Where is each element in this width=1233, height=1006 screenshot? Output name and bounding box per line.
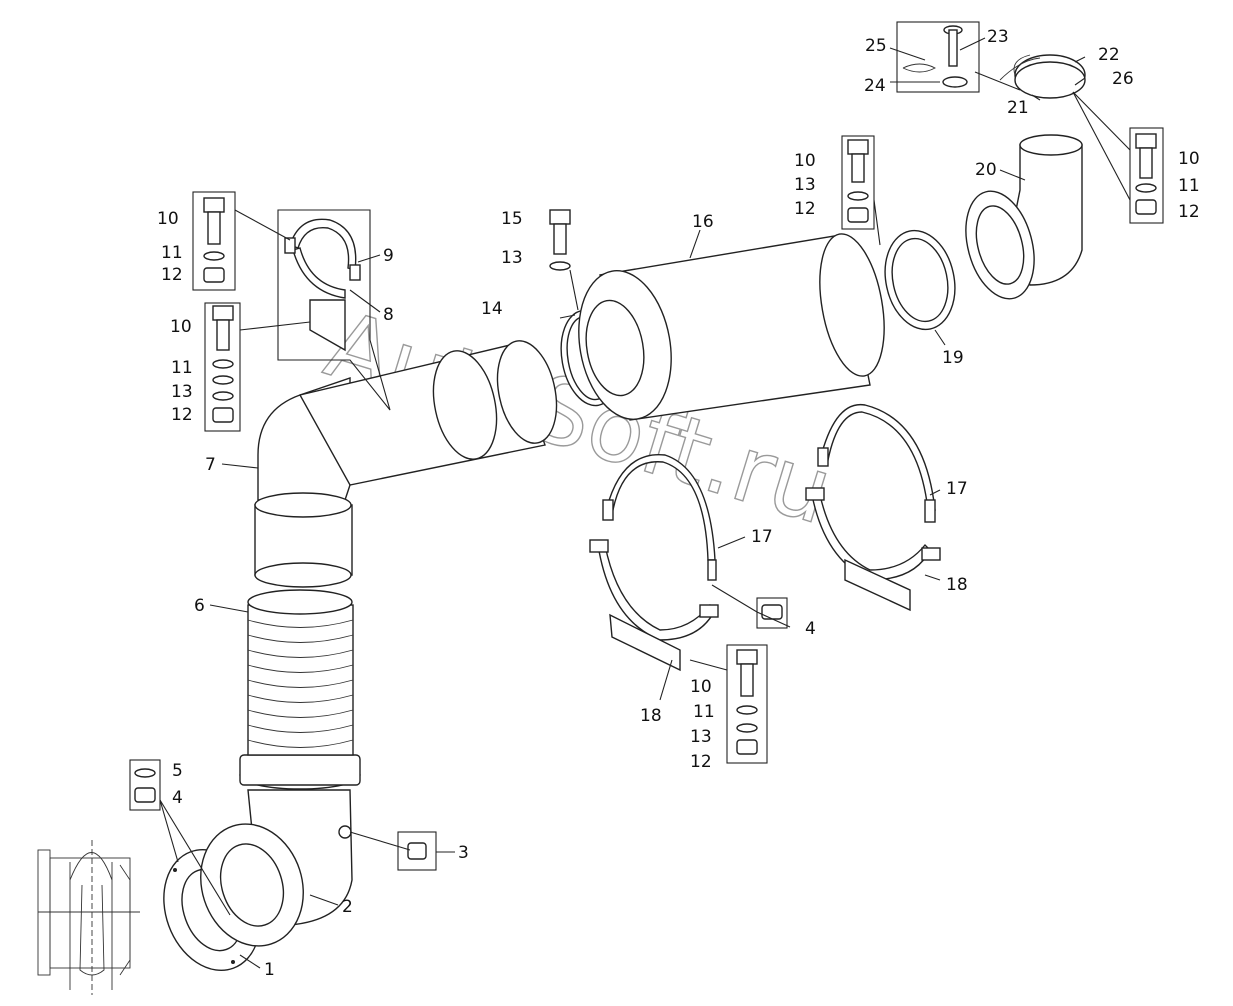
callout-17-a: 17	[751, 527, 773, 547]
bellows-pipe	[247, 589, 354, 756]
callout-24: 24	[864, 76, 886, 96]
fastener-set-d	[841, 135, 875, 230]
callout-2: 2	[342, 897, 353, 917]
callout-14: 14	[481, 299, 503, 319]
callout-19: 19	[942, 348, 964, 368]
callout-15: 15	[501, 209, 523, 229]
callout-12-e: 12	[690, 752, 712, 772]
pin-parts-box	[896, 21, 980, 93]
callout-17-b: 17	[946, 479, 968, 499]
fastener-set-b	[204, 302, 241, 432]
fastener-set-a	[192, 191, 236, 291]
callout-16: 16	[692, 212, 714, 232]
callout-21: 21	[1007, 98, 1029, 118]
rain-cap	[999, 54, 1086, 99]
callout-6: 6	[194, 596, 205, 616]
callout-11-b: 11	[171, 358, 193, 378]
callout-3: 3	[458, 843, 469, 863]
callout-18-b: 18	[946, 575, 968, 595]
callout-labels: 1 2 3 4 4 5 6 7 8 9 10 10 10 10 10 11 11…	[157, 27, 1200, 980]
upper-elbow-pipe	[254, 377, 353, 588]
bracket-1	[589, 539, 719, 672]
callout-10-e: 10	[690, 677, 712, 697]
callout-1: 1	[264, 960, 275, 980]
fastener-set-f	[726, 644, 768, 764]
callout-10-a: 10	[157, 209, 179, 229]
side-view-sketch	[37, 840, 140, 995]
strap-clamp-2	[817, 403, 936, 523]
callout-12-a: 12	[161, 265, 183, 285]
callout-7: 7	[205, 455, 216, 475]
callout-11-c: 11	[1178, 176, 1200, 196]
drain-plug-set	[397, 831, 437, 871]
callout-23: 23	[987, 27, 1009, 47]
callout-20: 20	[975, 160, 997, 180]
callout-10-c: 10	[794, 151, 816, 171]
outlet-elbow	[965, 134, 1083, 300]
callout-5: 5	[172, 761, 183, 781]
callout-9: 9	[383, 246, 394, 266]
callout-4-a: 4	[172, 788, 183, 808]
callout-10-b: 10	[170, 317, 192, 337]
callout-11-a: 11	[161, 243, 183, 263]
bracket-2	[805, 487, 941, 612]
callout-26: 26	[1112, 69, 1134, 89]
gasket-ring	[884, 229, 956, 331]
callout-11-d: 11	[693, 702, 715, 722]
intake-pipe	[298, 340, 558, 486]
fastener-set-e	[1129, 127, 1164, 224]
callout-10-d: 10	[1178, 149, 1200, 169]
callout-22: 22	[1098, 45, 1120, 65]
callout-12-b: 12	[171, 405, 193, 425]
nut-set	[756, 597, 788, 629]
callout-18-a: 18	[640, 706, 662, 726]
callout-12-c: 12	[794, 199, 816, 219]
pipe-clamp-bracket	[277, 209, 391, 411]
washer-nut-set	[129, 759, 161, 811]
callout-13-b: 13	[501, 248, 523, 268]
callout-8: 8	[383, 305, 394, 325]
fastener-set-c	[549, 209, 571, 271]
silencer	[578, 233, 885, 421]
callout-25: 25	[865, 36, 887, 56]
callout-12-d: 12	[1178, 202, 1200, 222]
callout-13-d: 13	[690, 727, 712, 747]
callout-13-a: 13	[171, 382, 193, 402]
callout-4-b: 4	[805, 619, 816, 639]
callout-13-c: 13	[794, 175, 816, 195]
leader-lines	[159, 37, 1131, 969]
elbow-pipe	[200, 754, 361, 947]
strap-clamp-1	[602, 453, 717, 581]
